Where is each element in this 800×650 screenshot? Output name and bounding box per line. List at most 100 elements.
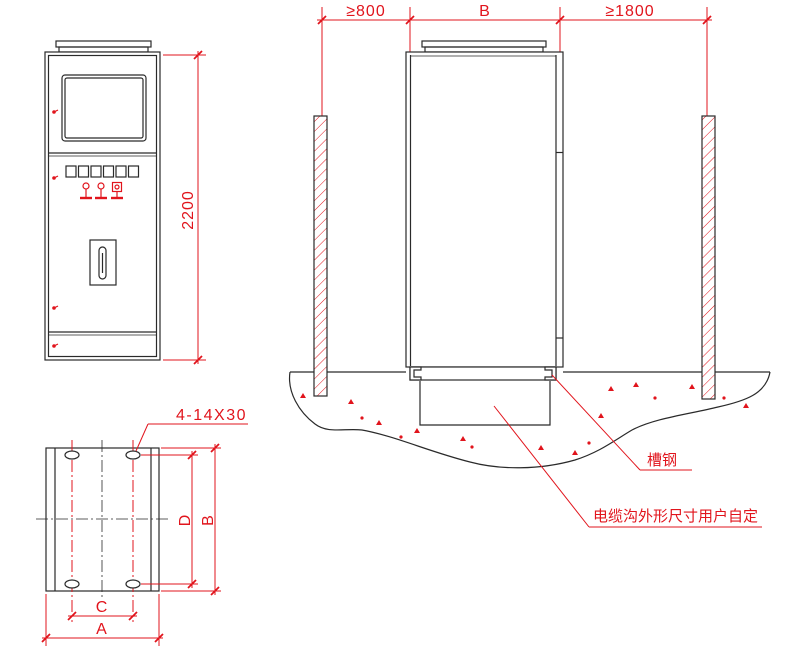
channel-steel-base: [409, 366, 557, 381]
handle-plate: [89, 239, 117, 286]
clearance-dimensions: ≥800 B ≥1800: [317, 3, 712, 116]
control-switches: [80, 181, 123, 200]
mounting-slot: [64, 450, 80, 460]
left-clearance-text: ≥800: [346, 3, 385, 20]
channel-steel-label: 槽钢: [647, 451, 677, 469]
meter-box: [115, 165, 127, 178]
meter-box: [90, 165, 102, 178]
door-hinges: [52, 109, 59, 348]
dimension-tick: [210, 443, 220, 453]
channel-steel-run: [409, 366, 557, 381]
hinge-mark: [52, 109, 59, 114]
height-dimension-text: 2200: [180, 190, 197, 230]
cable-trench-label: 电缆沟外形尺寸用户自定: [593, 507, 758, 525]
aggregate-mark: [572, 450, 578, 455]
left-wall-hatch: [313, 115, 328, 397]
handle-slot: [98, 246, 107, 280]
cabinet-front-inner-frame: [47, 54, 158, 358]
aggregate-dot: [470, 445, 474, 449]
cabinet-side-view: [405, 40, 564, 381]
aggregate-mark: [376, 420, 382, 425]
aggregate-mark: [633, 382, 639, 387]
rotary-switch-icon: [80, 182, 92, 200]
right-wall: [701, 115, 716, 400]
callout-leader: [493, 405, 590, 528]
rotary-switch-icon: [95, 182, 107, 200]
meter-row: [65, 165, 140, 178]
aggregate-mark: [414, 428, 420, 433]
front-view: [44, 40, 161, 361]
aggregate-mark: [348, 399, 354, 404]
left-wall: [313, 115, 328, 397]
cable-trench: [419, 381, 551, 426]
dimension-tick: [193, 355, 203, 365]
aggregate-mark: [300, 393, 306, 398]
foundation-outline: [288, 371, 771, 469]
aggregate-mark: [460, 436, 466, 441]
dimension-tick: [193, 50, 203, 60]
cabinet-side-outline: [405, 51, 564, 368]
inner-depth-dimension: D: [141, 450, 198, 589]
dimension-tick: [317, 15, 327, 25]
hinge-mark: [52, 343, 59, 348]
aggregate-dot: [399, 435, 403, 439]
display-window-glass: [64, 77, 144, 139]
hinge-mark: [52, 305, 59, 310]
meter-box: [102, 165, 115, 178]
meter-box: [77, 165, 90, 178]
aggregate-mark: [743, 403, 749, 408]
cabinet-depth-text: B: [479, 3, 491, 20]
hinge-mark: [52, 175, 59, 180]
dimension-tick: [210, 586, 220, 596]
lifting-beam: [55, 40, 152, 48]
meter-box: [127, 165, 140, 178]
aggregate-mark: [538, 445, 544, 450]
outer-depth-text: B: [200, 514, 217, 526]
display-window: [61, 74, 147, 142]
mounting-slot: [64, 579, 80, 589]
hole-spacing-text: C: [96, 599, 109, 616]
aggregate-mark: [598, 413, 604, 418]
aggregate-mark: [608, 386, 614, 391]
plan-view: [36, 440, 168, 622]
dimension-tick: [67, 611, 77, 621]
channel-steel-callout: 槽钢: [551, 374, 692, 471]
callout-leader: [551, 374, 641, 471]
right-wall-hatch: [701, 115, 716, 400]
right-clearance-text: ≥1800: [605, 3, 654, 20]
door-handle: [89, 239, 117, 286]
dimension-tick: [154, 633, 164, 643]
foundation: [288, 371, 771, 469]
hole-spacing-dimension: C: [67, 599, 138, 621]
dimension-tick: [555, 15, 565, 25]
side-top-plinth: [424, 46, 544, 53]
inner-depth-text: D: [177, 514, 194, 527]
mounting-slot: [125, 450, 141, 460]
dimension-tick: [702, 15, 712, 25]
channel-steel-profile-left: [409, 366, 422, 381]
callout-leader: [135, 423, 149, 452]
aggregate-dot: [653, 396, 657, 400]
cabinet-front-outline: [44, 51, 161, 361]
dimension-tick: [405, 15, 415, 25]
mounting-hole-callout: 4-14X30: [135, 407, 248, 452]
cable-trench-callout: 电缆沟外形尺寸用户自定: [493, 405, 762, 528]
height-dimension: 2200: [163, 50, 206, 365]
width-dimension: A: [41, 594, 164, 646]
dimension-tick: [41, 633, 51, 643]
top-plinth: [58, 46, 149, 53]
push-button-icon: [111, 181, 123, 200]
meter-box: [65, 165, 77, 178]
mounting-hole-text: 4-14X30: [176, 407, 247, 424]
dimension-tick: [187, 450, 197, 460]
aggregate-dot: [722, 396, 726, 400]
aggregate-mark: [689, 384, 695, 389]
side-lifting-beam: [421, 40, 547, 48]
width-text: A: [96, 621, 108, 638]
mounting-slot: [125, 579, 141, 589]
outer-depth-dimension: B: [161, 443, 221, 596]
dimension-tick: [128, 611, 138, 621]
dimension-tick: [187, 579, 197, 589]
base-frame-outline: [45, 447, 160, 592]
